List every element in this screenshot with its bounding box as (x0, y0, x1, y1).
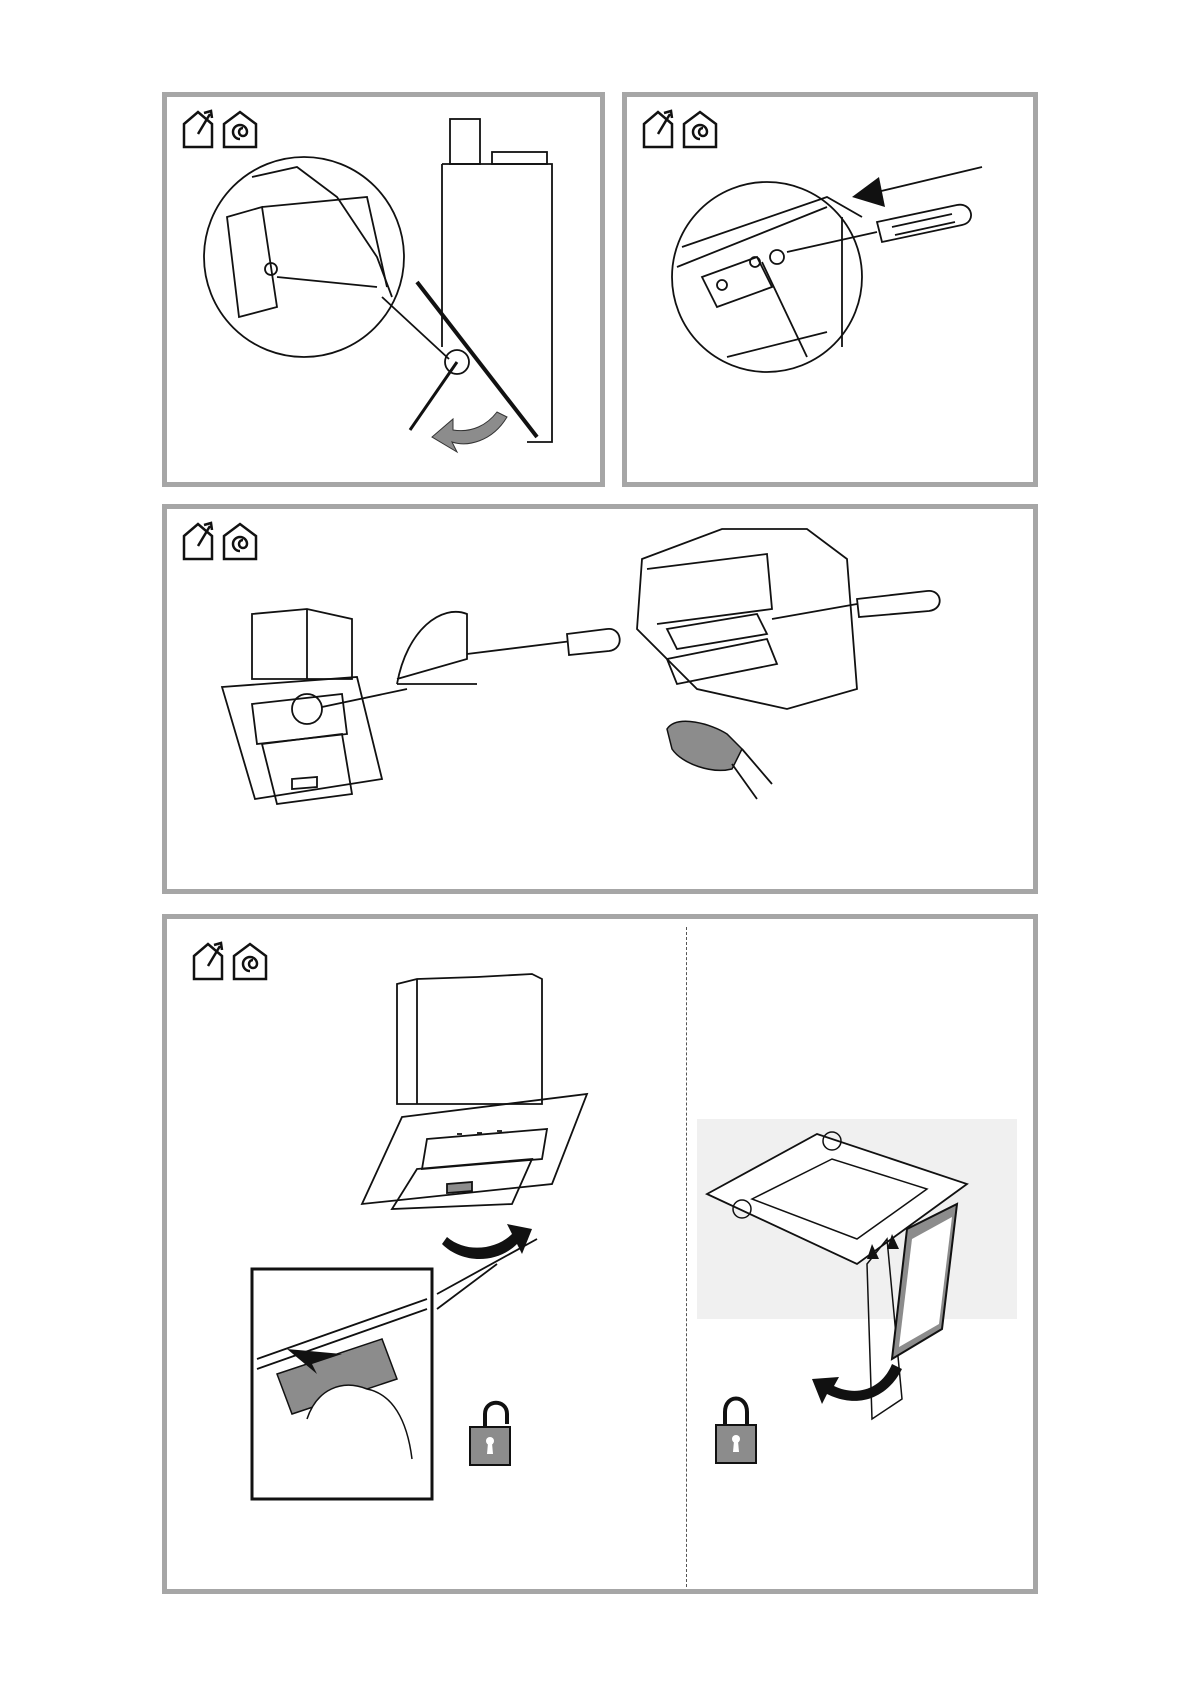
hood-side-view-icon (410, 119, 552, 442)
hood-rotate-arrow-icon (442, 1224, 532, 1259)
panel-4-illustration (167, 919, 1033, 1589)
detail-magnifier-icon (204, 157, 449, 359)
vented-house-icon (184, 523, 212, 559)
filter-rotate-arrow-icon (812, 1364, 902, 1404)
unlocked-padlock-icon (470, 1403, 510, 1465)
recirculating-house-icon (234, 944, 266, 979)
recirculating-house-icon (684, 112, 716, 147)
recirculating-house-icon (224, 112, 256, 147)
panel-3-illustration (167, 509, 1033, 889)
recirculating-house-icon (224, 524, 256, 559)
vented-house-icon (184, 111, 212, 147)
screwdriver-icon (397, 612, 620, 684)
instruction-panel-4 (162, 914, 1038, 1594)
glass-panel-open-arrow-icon (432, 412, 507, 452)
panel-1-illustration (167, 97, 600, 482)
hood-front-view-icon (222, 609, 407, 804)
gloved-hand-icon (667, 721, 772, 799)
hood-open-view-icon (362, 974, 587, 1209)
instruction-panel-3 (162, 504, 1038, 894)
instruction-panel-2 (622, 92, 1038, 487)
instruction-panel-1 (162, 92, 605, 487)
filter-latch-detail-icon (252, 1269, 432, 1499)
filter-removal-icon (697, 1119, 1017, 1419)
hood-underside-detail-icon (637, 529, 940, 709)
panel-2-illustration (627, 97, 1033, 482)
vented-house-icon (644, 111, 672, 147)
pointer-arrow-icon (852, 167, 982, 207)
vented-house-icon (194, 943, 222, 979)
screw-detail-magnifier-icon (672, 182, 862, 372)
locked-padlock-icon (716, 1399, 756, 1464)
